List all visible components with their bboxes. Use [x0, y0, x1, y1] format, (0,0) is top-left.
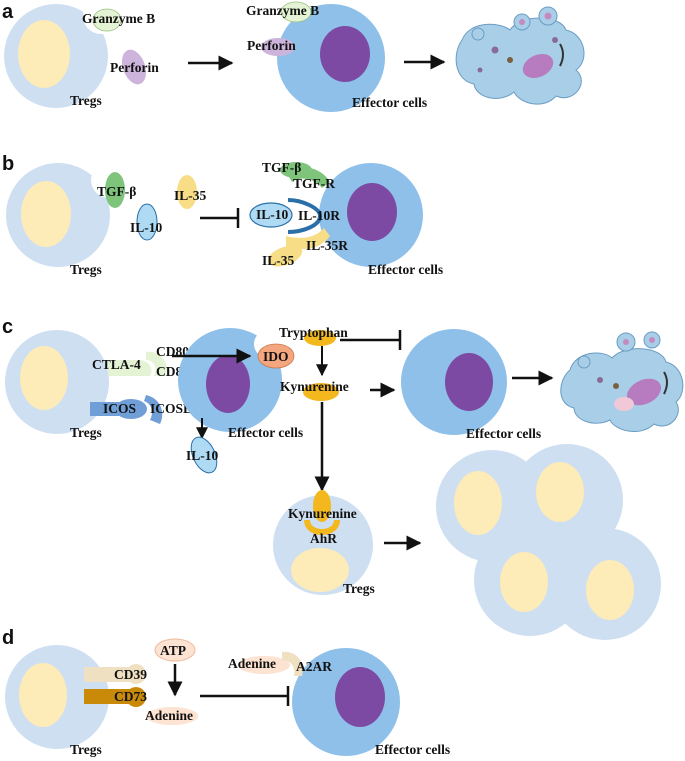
panel-b: b TGF-β IL-10 IL-35 Tregs TGF-β TGF-R IL…	[2, 153, 443, 277]
tgf-beta-bound	[280, 162, 312, 178]
panel-c: c CTLA-4 CD80 CD86 ICOS ICOSL Tregs IDO …	[2, 316, 684, 640]
il-35-label: IL-35	[174, 188, 207, 203]
ctla-4-label: CTLA-4	[92, 357, 141, 372]
adenine-bound	[238, 656, 290, 674]
il-35-bound-label: IL-35	[262, 253, 295, 268]
kynurenine-molecule	[303, 383, 339, 401]
tregs-label-c2: Tregs	[343, 581, 375, 596]
il-35-molecule	[177, 175, 197, 209]
tregs-label-c: Tregs	[70, 425, 102, 440]
il-10-bound-label: IL-10	[256, 207, 289, 222]
tgf-beta-bound-label: TGF-β	[262, 160, 301, 175]
kynurenine-bound	[313, 490, 331, 522]
effector-cells-label-c2: Effector cells	[466, 426, 541, 441]
perforin-label-2: Perforin	[247, 38, 296, 53]
effector-cells-label-a: Effector cells	[352, 95, 427, 110]
tregs-label-a: Tregs	[70, 93, 102, 108]
apoptotic-cell-a	[455, 6, 585, 105]
il-10r-label: IL-10R	[298, 208, 340, 223]
tregs-label-b: Tregs	[70, 262, 102, 277]
ahr-receptor	[304, 520, 340, 535]
atp-molecule	[154, 638, 196, 662]
granzyme-b-label: Granzyme B	[82, 11, 155, 26]
granzyme-b-molecule	[92, 8, 122, 32]
il-10-label-c: IL-10	[186, 448, 219, 463]
icos-label: ICOS	[103, 401, 136, 416]
effector-cell-b	[319, 163, 423, 267]
panel-a: a Granzyme B Perforin Tregs Granzyme B P…	[2, 0, 585, 112]
cd39-label: CD39	[114, 667, 147, 682]
il-10-molecule	[136, 203, 158, 241]
apoptotic-cell-c	[560, 331, 684, 433]
tryptophan-label: Tryptophan	[279, 325, 348, 340]
tgf-beta-label: TGF-β	[97, 184, 136, 199]
atp-label: ATP	[160, 643, 186, 658]
panel-d-letter: d	[2, 627, 14, 649]
tregs-label-d: Tregs	[70, 742, 102, 757]
il-10r-receptor	[287, 198, 323, 234]
tryptophan-molecule	[304, 330, 336, 346]
effector-cell-d	[292, 648, 400, 756]
icosl-label: ICOSL	[150, 401, 192, 416]
effector-cell-a	[277, 4, 385, 112]
effector-cells-label-c1: Effector cells	[228, 425, 303, 440]
panel-a-letter: a	[2, 1, 14, 23]
treg-cell-ahr	[273, 495, 373, 595]
treg-cell-c	[5, 330, 109, 434]
tgf-r-label: TGF-R	[293, 176, 335, 191]
effector-cell-c	[178, 328, 282, 432]
effector-cells-label-d: Effector cells	[375, 742, 450, 757]
effector-cells-label-b: Effector cells	[368, 262, 443, 277]
icosl-ligand	[144, 395, 163, 424]
il-35-bound	[267, 245, 303, 267]
panel-d: d CD39 CD73 Tregs ATP Adenine Adenine A2…	[2, 627, 450, 757]
treg-cluster	[436, 444, 661, 640]
a2ar-label: A2AR	[296, 659, 332, 674]
treg-cell-a	[4, 0, 119, 108]
a2ar-receptor	[282, 651, 303, 676]
kynurenine-bound-label: Kynurenine	[288, 506, 357, 521]
kynurenine-label: Kynurenine	[280, 379, 349, 394]
cd39-molecule	[84, 667, 134, 682]
granzyme-b-molecule-2	[280, 1, 312, 23]
ido-label: IDO	[263, 349, 289, 364]
treg-cell-d	[5, 645, 109, 749]
ahr-label: AhR	[310, 531, 337, 546]
adenine-label-2: Adenine	[228, 656, 276, 671]
adenine-label-1: Adenine	[145, 708, 193, 723]
cd73-label: CD73	[114, 689, 147, 704]
effector-cell-c2	[401, 329, 507, 435]
perforin-label: Perforin	[110, 60, 159, 75]
perforin-molecule	[121, 49, 147, 85]
adenine-molecule	[146, 707, 198, 725]
granzyme-b-label-2: Granzyme B	[246, 3, 319, 18]
cd80-cd86-ligand	[146, 351, 167, 376]
panel-b-letter: b	[2, 153, 14, 175]
perforin-molecule-2	[261, 38, 295, 56]
il-35r-receptor	[286, 228, 330, 250]
tgf-beta-molecule	[105, 172, 125, 208]
il-10-label: IL-10	[130, 220, 163, 235]
il-35r-label: IL-35R	[306, 238, 348, 253]
il-10-bound	[249, 202, 293, 228]
ctla-4-molecule	[108, 360, 152, 376]
cd73-molecule	[84, 689, 134, 704]
il-10-molecule-c	[190, 436, 218, 474]
ido-enzyme	[257, 343, 295, 369]
panel-c-letter: c	[2, 316, 13, 338]
